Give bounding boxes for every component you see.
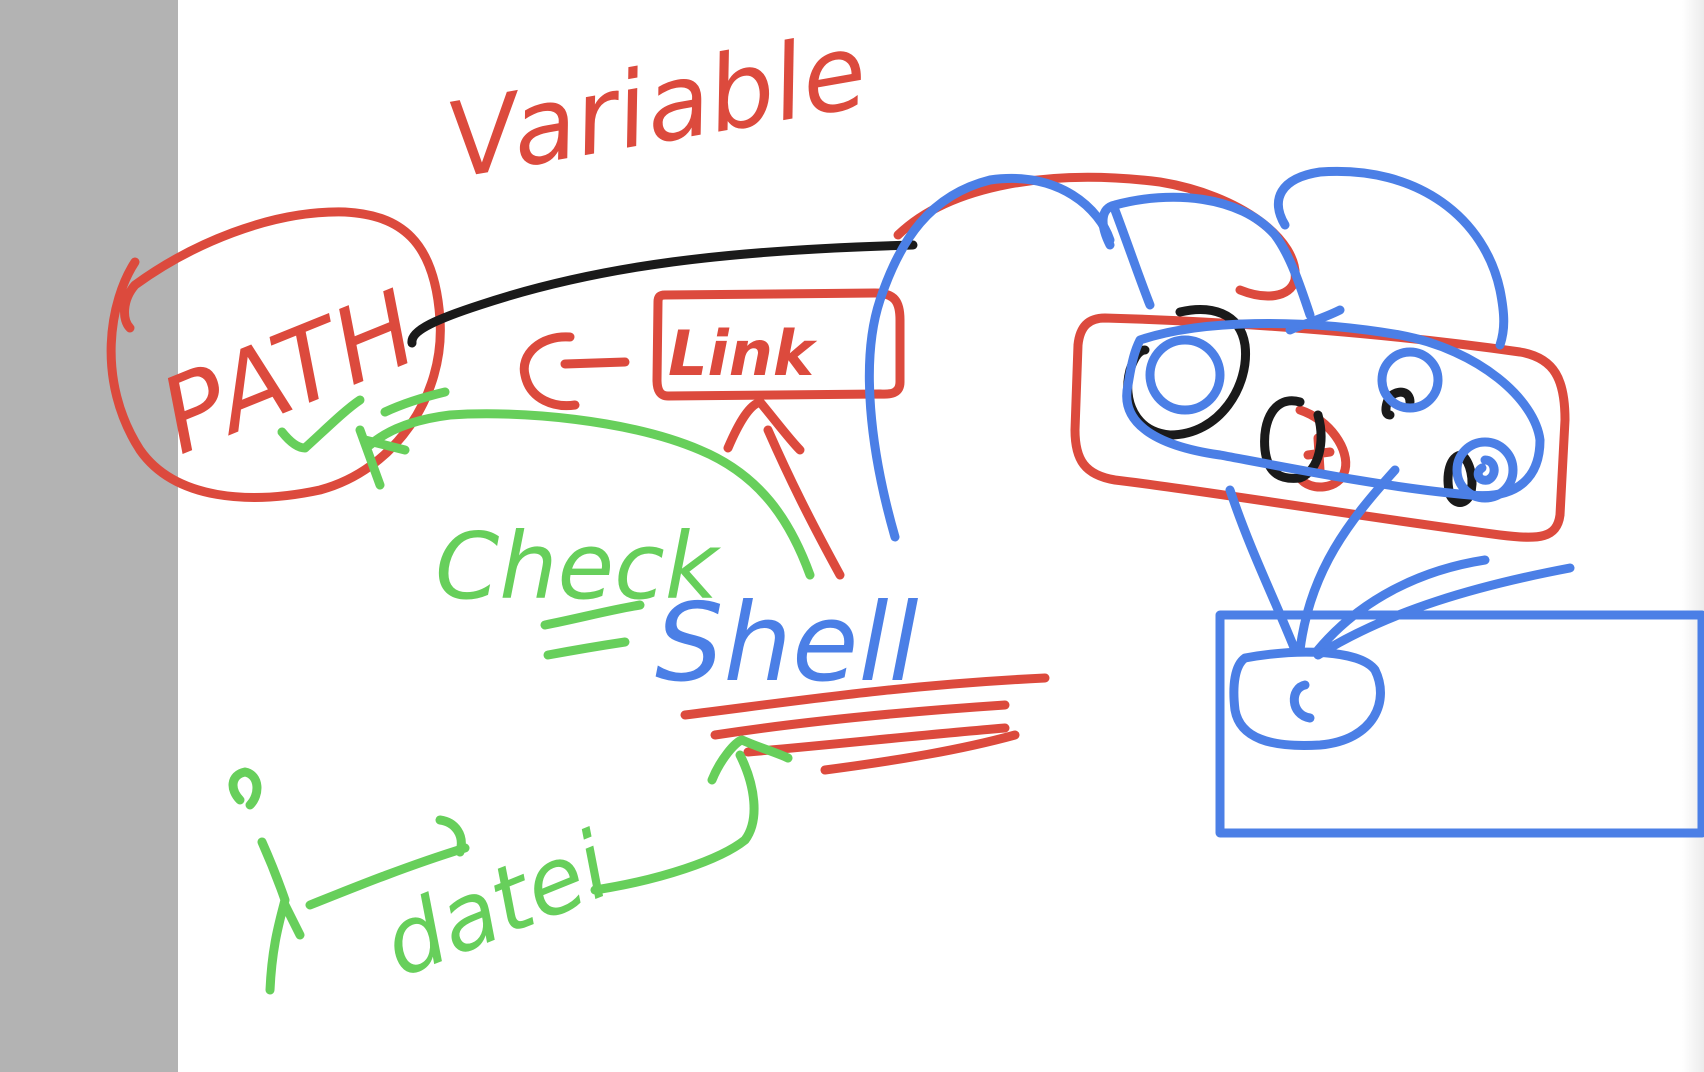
shell-underline-3 (743, 723, 1010, 757)
link-label: Link (668, 317, 818, 390)
shell-left-arc (864, 174, 1115, 542)
top-arc (893, 172, 1300, 301)
process-bubble-1 (1145, 335, 1225, 415)
shell-underline-2 (710, 700, 1010, 740)
shell-arrow-up (723, 397, 845, 580)
process-tree-arc-left (1098, 192, 1315, 320)
black-ink-strokes (407, 240, 1477, 507)
process-bubble-3 (1452, 437, 1518, 503)
path-check-mark (277, 395, 365, 453)
path-link-connector (407, 240, 918, 348)
shell-underline-1 (680, 673, 1050, 720)
process-marker-2 (1260, 396, 1326, 483)
child-process-box (1215, 610, 1704, 838)
child-process-glyph (1289, 680, 1315, 723)
path-enclosing-loop (106, 207, 445, 502)
link-arrow-left (519, 332, 630, 411)
green-ink-strokes (228, 387, 815, 995)
check-arrow-to-path (355, 387, 815, 580)
process-bubble-3-spiral (1473, 455, 1499, 485)
process-bubble-2 (1377, 347, 1443, 413)
child-process-node (1229, 647, 1385, 750)
left-gutter-panel (0, 0, 178, 1072)
link-box (652, 288, 905, 401)
process-tree-arc-right (1273, 166, 1509, 350)
variable-label: Variable (438, 9, 875, 203)
datei-bracket (228, 767, 470, 995)
datei-arrow-to-shell (590, 735, 793, 895)
check-label: Check (435, 513, 722, 620)
process-marker-4 (1443, 450, 1477, 507)
check-underline-2 (543, 637, 630, 660)
datei-label: datei (368, 812, 625, 999)
shell-underline-4 (820, 730, 1020, 775)
blue-ink-strokes (864, 166, 1704, 838)
shell-label: Shell (655, 581, 918, 706)
process-tree-branches (1225, 465, 1575, 660)
check-underline-1 (540, 600, 645, 630)
